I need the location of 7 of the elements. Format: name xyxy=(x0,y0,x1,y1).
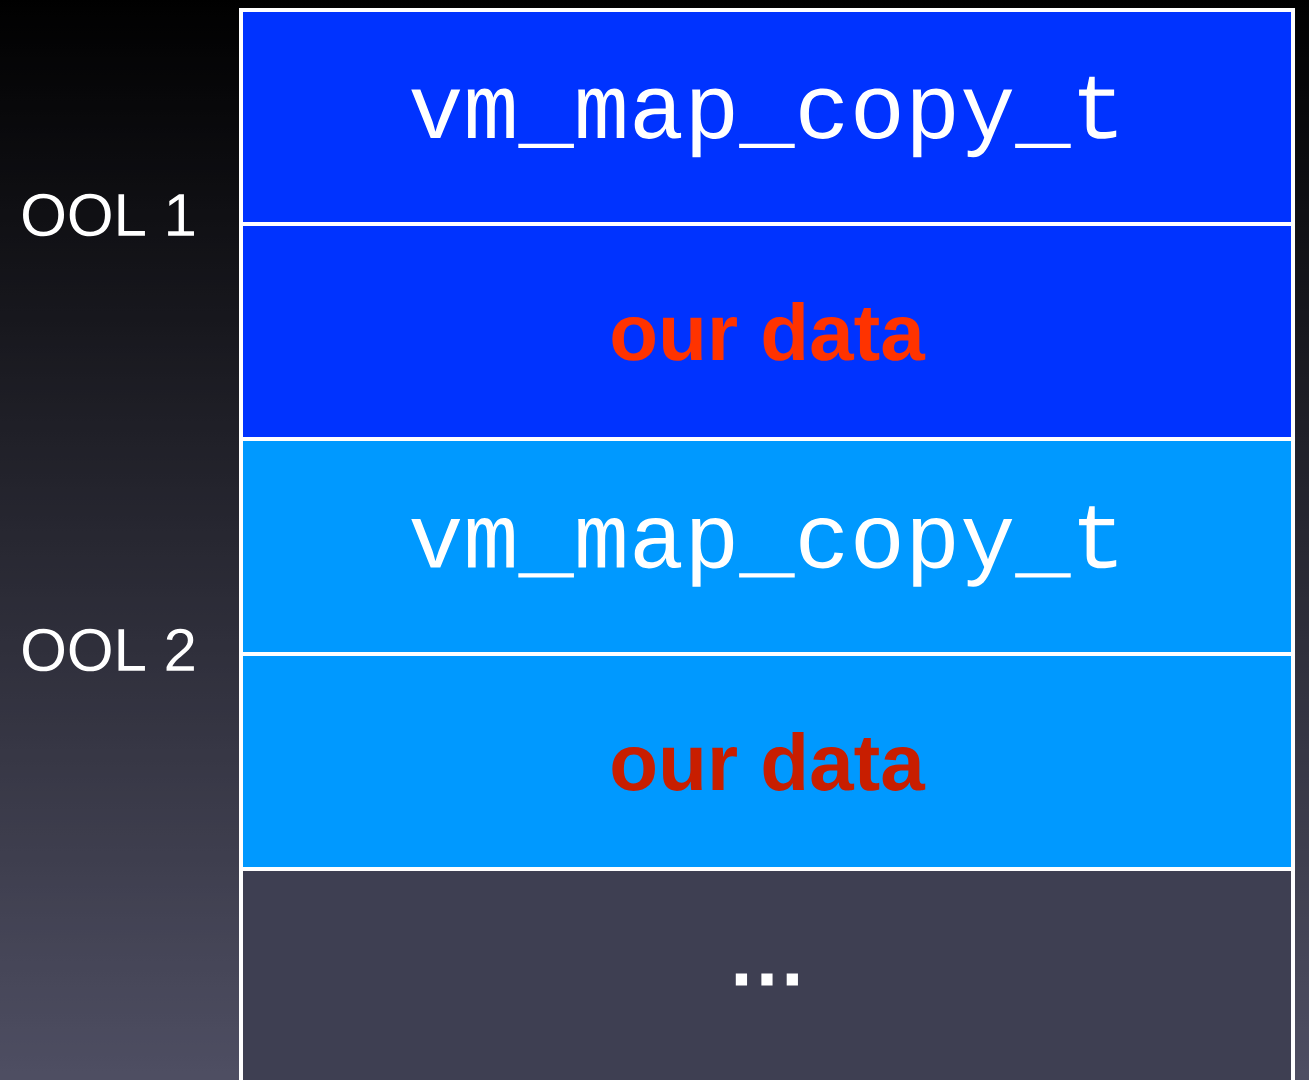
data-block: … xyxy=(239,867,1295,1080)
struct-block: vm_map_copy_t xyxy=(239,8,1295,226)
group-label: OOL 2 xyxy=(23,628,194,672)
data-block: our data xyxy=(239,222,1295,441)
struct-block: vm_map_copy_t xyxy=(239,437,1295,656)
data-block: our data xyxy=(239,652,1295,871)
group-label: OOL 1 xyxy=(23,193,194,237)
